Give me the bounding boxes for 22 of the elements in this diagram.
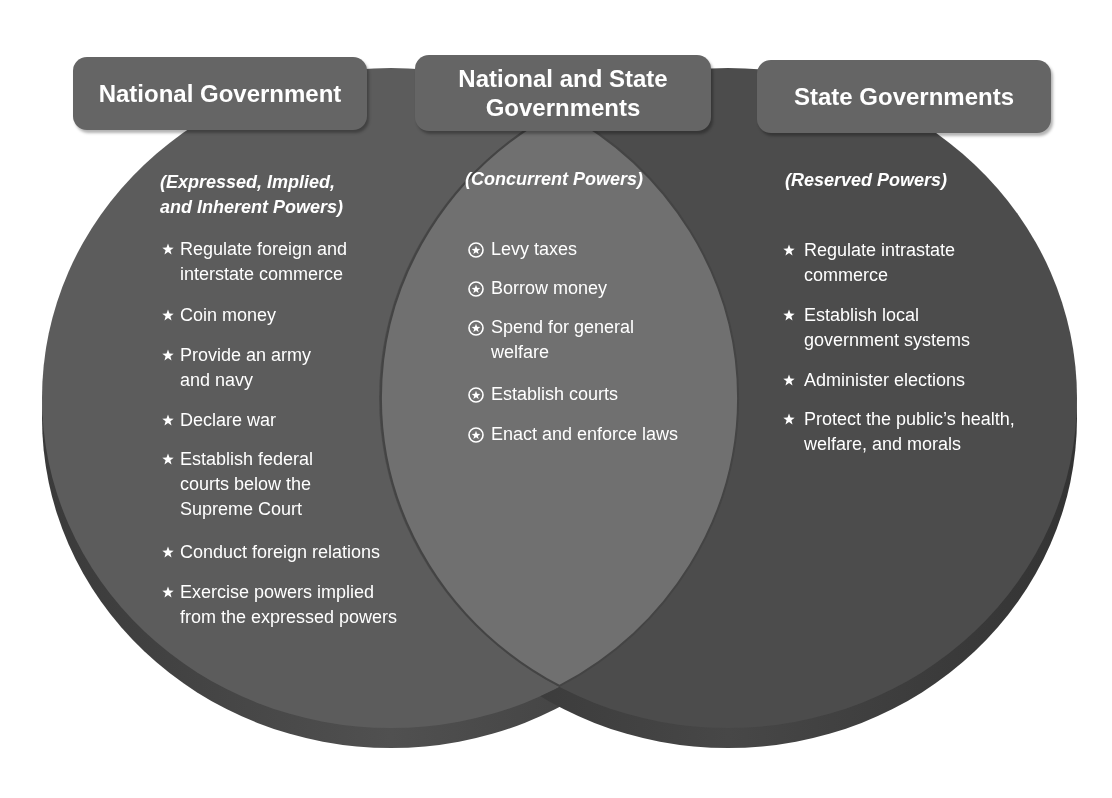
heading-tab: National and State Governments — [415, 55, 711, 131]
section-subtitle: (Expressed, Implied, and Inherent Powers) — [160, 170, 345, 219]
heading-tab: State Governments — [757, 60, 1051, 133]
list-item: Spend for general welfare — [491, 316, 636, 365]
list-item: Regulate foreign and interstate commerce — [180, 237, 349, 286]
list-item: Declare war — [180, 408, 277, 432]
list-item: Provide an army and navy — [180, 343, 313, 392]
list-item: Protect the public’s health, welfare, and morals — [804, 407, 1016, 456]
heading-tab: National Government — [73, 57, 367, 130]
list-item: Coin money — [180, 303, 277, 327]
section-subtitle: (Reserved Powers) — [785, 168, 948, 192]
list-item: Regulate intrastate commerce — [804, 238, 957, 287]
list-item: Administer elections — [804, 368, 966, 392]
list-item: Borrow money — [491, 277, 608, 301]
list-item: Levy taxes — [491, 238, 578, 262]
list-item: Enact and enforce laws — [491, 423, 679, 447]
list-item: Exercise powers implied from the expressed powers — [180, 580, 399, 629]
list-item: Establish courts — [491, 383, 619, 407]
section-subtitle: (Concurrent Powers) — [465, 168, 644, 192]
list-item: Establish local government systems — [804, 303, 972, 352]
list-item: Conduct foreign relations — [180, 540, 381, 564]
list-item: Establish federal courts below the Supreme Court — [180, 447, 315, 521]
